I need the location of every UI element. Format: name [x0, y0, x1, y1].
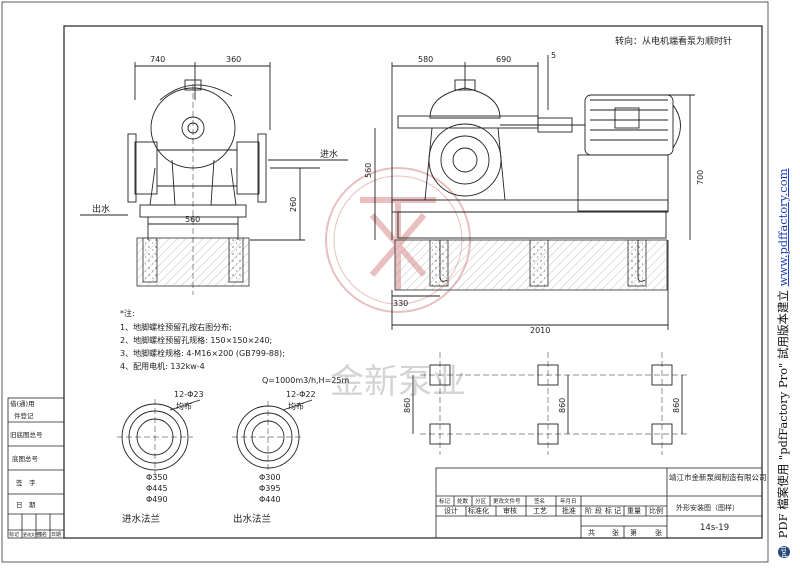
tb-role-4: 工艺 [533, 507, 547, 515]
performance-label: Q=1000m3/h,H=25m [262, 376, 349, 385]
strip-footer-1: 标记 [9, 531, 19, 538]
dim-front-5: 5 [551, 51, 556, 60]
dim-front-330: 330 [393, 299, 408, 308]
drawing-number: 14s-19 [700, 523, 729, 533]
outlet-flange-caption: 出水法兰 [233, 513, 271, 525]
tb-role-3: 审核 [503, 506, 517, 515]
dim-left-360: 360 [226, 55, 241, 64]
dim-front-560: 560 [364, 163, 373, 178]
inlet-flange-even: 均布 [176, 401, 192, 411]
outlet-flange [232, 399, 313, 473]
title-block [435, 467, 763, 539]
tb-mark-1: 标记 [439, 497, 451, 505]
left-strip [7, 397, 65, 539]
tb-stage-3: 标 [605, 506, 612, 515]
tb-scale: 比例 [649, 506, 663, 515]
tb-stage-1: 阶 [585, 506, 592, 515]
outlet-flange-even: 均布 [288, 401, 304, 411]
bolt-layout [412, 352, 690, 455]
dim-front-690: 690 [496, 55, 511, 64]
dim-front-580: 580 [418, 55, 433, 64]
tb-mark-2: 处数 [457, 497, 469, 505]
outlet-flange-holes: 12-Φ22 [286, 390, 316, 399]
outlet-flange-d1: Φ300 [259, 473, 281, 482]
note-3: 3、地脚螺栓规格: 4-M16×200 (GB799-88); [120, 348, 285, 358]
rotation-note: 转向：从电机端看泵为顺时针 [615, 35, 732, 47]
dim-bolt-860-c: 860 [672, 398, 681, 413]
pdf-logo-icon: pdf [778, 546, 790, 558]
strip-row-5: 签 字 [16, 478, 36, 487]
tb-role-1: 设计 [444, 506, 458, 515]
dim-left-740: 740 [150, 55, 165, 64]
strip-row-2: 件登记 [14, 411, 34, 420]
note-4: 4、配用电机: 132kw-4 [120, 361, 205, 371]
tb-mark-3: 分区 [475, 497, 487, 505]
strip-footer-4: 日期 [51, 532, 61, 538]
inlet-flange-d3: Φ490 [146, 495, 168, 504]
tb-role-2: 标准化 [468, 506, 489, 515]
inlet-flange-caption: 进水法兰 [122, 513, 160, 525]
tb-mark-5: 签名 [534, 497, 545, 505]
drawing-title: 外形安装图（图样） [676, 503, 739, 512]
dim-left-260: 260 [289, 197, 298, 212]
dim-front-2010: 2010 [530, 326, 550, 335]
inlet-flange-d1: Φ350 [146, 473, 168, 482]
note-2: 2、地脚螺栓预留孔规格: 150×150×240; [120, 335, 272, 345]
inner-border [63, 25, 763, 539]
company-name: 靖江市金新泵阀制造有限公司 [669, 472, 767, 482]
dim-bolt-860-b: 860 [558, 398, 567, 413]
tb-role-5: 批准 [562, 506, 576, 515]
tb-sheets-2: 张 [612, 528, 619, 537]
tb-weight: 重量 [627, 507, 641, 515]
inlet-flange-d2: Φ445 [146, 484, 168, 493]
strip-row-6: 日 期 [16, 501, 36, 509]
strip-footer-3: 签名 [37, 531, 47, 538]
note-1: 1、地脚螺栓预留孔按右图分布; [120, 322, 232, 332]
dim-bolt-860-a: 860 [403, 398, 412, 413]
tb-sheets-4: 张 [655, 528, 662, 537]
outlet-flange-d3: Φ440 [259, 495, 281, 504]
inlet-label: 进水 [320, 148, 338, 160]
notes-title: *注: [120, 308, 135, 318]
tb-sheets-3: 第 [630, 528, 637, 537]
pdffactory-watermark: pdf PDF 檔案使用 "pdfFactory Pro" 試用版本建立 www… [770, 8, 796, 558]
tb-sheets-1: 共 [588, 528, 595, 537]
strip-row-4: 底图总号 [12, 454, 39, 463]
dim-front-700: 700 [696, 170, 705, 185]
tb-stage-2: 段 [595, 506, 602, 515]
watermark-link[interactable]: www.pdffactory.com [776, 168, 790, 287]
left-view [80, 62, 348, 295]
watermark-prefix: PDF 檔案使用 "pdfFactory Pro" 試用版本建立 [776, 290, 790, 539]
strip-footer-2: 更改文件号 [23, 531, 43, 537]
strip-row-3: 旧底图总号 [10, 430, 43, 439]
tb-mark-4: 更改文件号 [493, 497, 521, 505]
outlet-label: 出水 [92, 203, 110, 215]
inlet-flange-holes: 12-Φ23 [174, 390, 204, 399]
watermark-text: 金新泵业 [330, 362, 466, 402]
strip-row-1: 借(通)用 [10, 399, 35, 408]
outlet-flange-d2: Φ395 [259, 484, 281, 493]
tb-stage-4: 记 [614, 507, 621, 515]
outer-border [1, 1, 769, 563]
front-view [374, 55, 695, 330]
inlet-flange [117, 399, 201, 475]
tb-mark-6: 年月日 [560, 497, 577, 505]
dim-left-560: 560 [185, 215, 200, 224]
